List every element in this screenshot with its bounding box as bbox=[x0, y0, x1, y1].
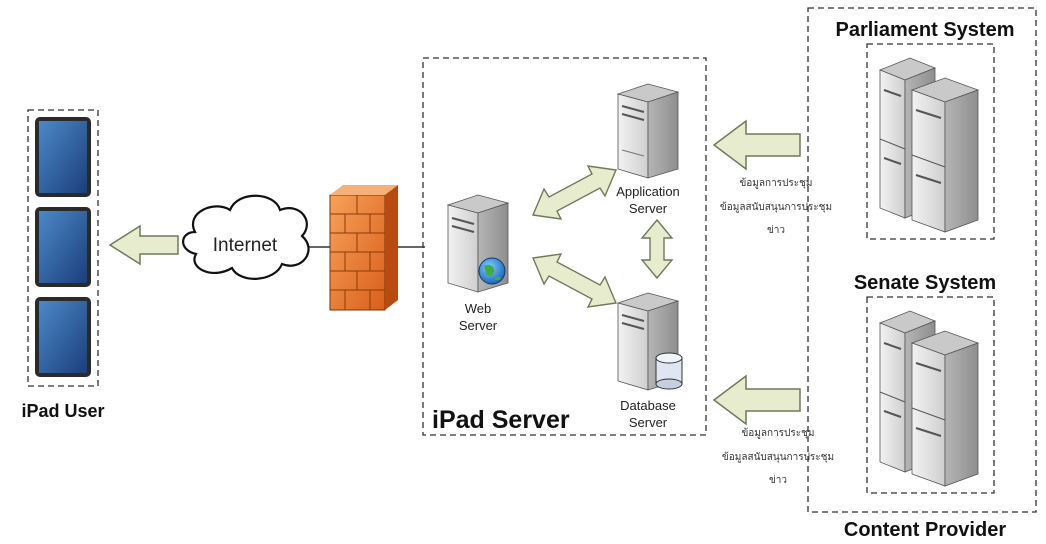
senate-server-cluster bbox=[878, 310, 980, 487]
database-server bbox=[616, 292, 683, 391]
feed-top-line3: ข่าว bbox=[767, 225, 785, 236]
ipad-user-box bbox=[27, 109, 99, 387]
database-server-label-line2: Server bbox=[629, 415, 668, 430]
arrow-to-ipad bbox=[108, 224, 179, 266]
content-provider-label: Content Provider bbox=[844, 519, 1006, 541]
arrow-web-db bbox=[532, 253, 617, 308]
web-server bbox=[446, 194, 510, 293]
parliament-system-label: Parliament System bbox=[836, 19, 1015, 41]
application-server-label-line2: Server bbox=[629, 201, 668, 216]
web-server-label-line2: Server bbox=[459, 318, 498, 333]
feed-bottom-line3: ข่าว bbox=[769, 475, 787, 486]
feed-bottom-line1: ข้อมูลการประชุม bbox=[741, 427, 814, 439]
parliament-system-box bbox=[866, 43, 995, 240]
ipad-device bbox=[35, 207, 91, 287]
internet-label: Internet bbox=[213, 235, 278, 256]
arrow-parliament-to-app bbox=[712, 119, 801, 171]
internet-cloud: Internet bbox=[182, 194, 310, 280]
feed-top-line1: ข้อมูลการประชุม bbox=[739, 177, 812, 189]
parliament-server-cluster bbox=[878, 57, 980, 233]
ipad-device bbox=[35, 117, 91, 197]
feed-top-line2: ข้อมูลสนับสนุนการประชุม bbox=[720, 201, 832, 213]
ipad-user-group: iPad User bbox=[21, 109, 105, 421]
arrow-senate-to-db bbox=[712, 374, 801, 426]
ipad-server-label: iPad Server bbox=[432, 406, 570, 434]
database-server-label-line1: Database bbox=[620, 398, 676, 413]
ipad-server-box bbox=[422, 57, 707, 436]
firewall-icon bbox=[329, 185, 398, 311]
content-provider-box bbox=[807, 7, 1037, 513]
arrow-app-db bbox=[640, 218, 674, 280]
feed-bottom-line2: ข้อมูลสนับสนุนการประชุม bbox=[722, 451, 834, 463]
application-server bbox=[616, 83, 680, 179]
application-server-label-line1: Application bbox=[616, 184, 680, 199]
senate-system-box bbox=[866, 296, 995, 494]
arrow-web-app bbox=[532, 165, 617, 220]
ipad-device bbox=[35, 297, 91, 377]
ipad-user-label: iPad User bbox=[21, 401, 104, 421]
web-server-label-line1: Web bbox=[465, 301, 492, 316]
senate-system-label: Senate System bbox=[854, 272, 996, 294]
cloud-icon bbox=[182, 194, 310, 280]
database-cylinder-icon bbox=[655, 352, 683, 390]
